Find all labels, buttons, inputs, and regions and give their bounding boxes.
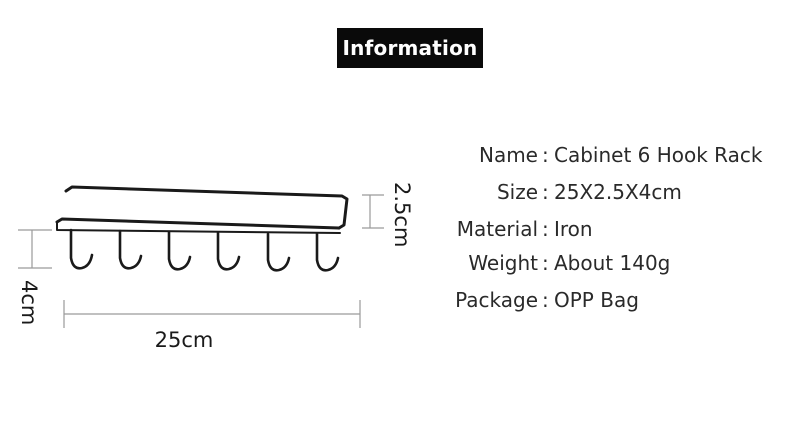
depth-dimension-line: [362, 194, 384, 229]
width-label: 25cm: [155, 328, 214, 352]
header-title: Information: [342, 36, 478, 60]
spec-colon: :: [542, 217, 549, 241]
spec-label: Weight: [468, 251, 538, 275]
hooks: [69, 228, 340, 272]
spec-label: Package: [455, 288, 538, 312]
spec-label: Name: [478, 143, 538, 167]
spec-value: Cabinet 6 Hook Rack: [554, 143, 763, 167]
spec-colon: :: [542, 251, 549, 275]
spec-value: 25X2.5X4cm: [554, 180, 682, 204]
hook-rack-illustration: [55, 185, 349, 272]
height-label: 4cm: [17, 280, 41, 325]
spec-value: About 140g: [554, 251, 671, 275]
spec-colon: :: [542, 288, 549, 312]
height-dimension-line: [18, 229, 52, 269]
spec-label: Material: [456, 217, 538, 241]
width-dimension-line: [63, 300, 361, 328]
spec-colon: :: [542, 143, 549, 167]
spec-value: OPP Bag: [554, 288, 639, 312]
depth-label: 2.5cm: [390, 182, 414, 247]
spec-label: Size: [496, 180, 538, 204]
spec-colon: :: [542, 180, 549, 204]
spec-value: Iron: [554, 217, 593, 241]
information-header: Information: [337, 28, 483, 68]
